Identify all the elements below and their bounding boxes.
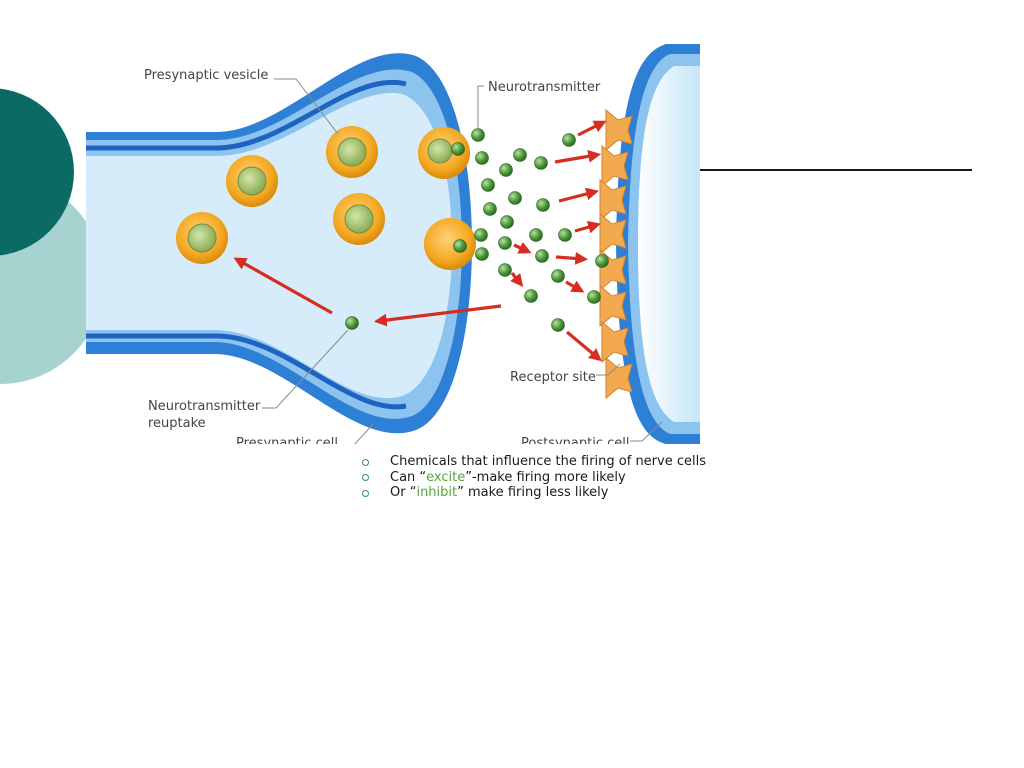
- neurotransmitter-molecule: [524, 289, 538, 303]
- receptor-site: [605, 108, 633, 152]
- bullet-marker-icon: [362, 474, 369, 481]
- arrow: [513, 241, 532, 254]
- neurotransmitter-molecule: [453, 239, 467, 253]
- presynaptic-terminal: [86, 53, 472, 434]
- neurotransmitter-molecule: [558, 228, 572, 242]
- arrow: [373, 304, 502, 327]
- vesicle: [326, 126, 378, 178]
- bullet-text: Chemicals that influence the firing of n…: [390, 454, 706, 469]
- neurotransmitter-molecule: [499, 163, 513, 177]
- arrow: [574, 220, 601, 234]
- arrow: [565, 330, 602, 362]
- vesicle: [226, 155, 278, 207]
- neurotransmitter-molecule: [551, 269, 565, 283]
- label-receptor-site: Receptor site: [510, 370, 596, 385]
- arrow: [555, 252, 589, 265]
- postsynaptic-cytoplasm: [638, 66, 700, 422]
- label-neurotransmitter: Neurotransmitter: [488, 80, 601, 95]
- neurotransmitter-molecule: [587, 290, 601, 304]
- highlight-word: inhibit: [416, 485, 458, 500]
- neurotransmitter-molecule: [481, 178, 495, 192]
- synapse-diagram: Presynaptic vesicle Neurotransmitter Rec…: [86, 44, 700, 444]
- neurotransmitter-molecule: [483, 202, 497, 216]
- arrow: [510, 272, 524, 287]
- slide-decoration: [0, 88, 104, 384]
- bullet-item: Can “excite”-make firing more likely: [360, 470, 706, 486]
- arrow: [233, 257, 333, 315]
- arrow: [554, 149, 602, 164]
- receptor-sites: [599, 108, 633, 400]
- bullet-item: Chemicals that influence the firing of n…: [360, 454, 706, 470]
- neurotransmitter-molecule: [595, 254, 609, 268]
- neurotransmitter-molecule: [474, 228, 488, 242]
- neurotransmitter-molecule: [529, 228, 543, 242]
- neurotransmitter-molecule: [500, 215, 514, 229]
- neurotransmitter-molecule: [534, 156, 548, 170]
- label-reuptake-line2: reuptake: [148, 416, 206, 431]
- vesicles: [176, 126, 476, 270]
- label-postsynaptic-cell: Postsynaptic cell: [521, 436, 629, 444]
- title-underline: [700, 169, 972, 171]
- bullet-list: Chemicals that influence the firing of n…: [360, 454, 706, 501]
- vesicle-fusing: [424, 218, 476, 270]
- leader-lines: [262, 78, 663, 444]
- receptor-site: [605, 356, 633, 400]
- label-presynaptic-vesicle: Presynaptic vesicle: [144, 68, 268, 83]
- neurotransmitter-molecule: [475, 247, 489, 261]
- bullet-marker-icon: [362, 458, 369, 466]
- neurotransmitter-molecule: [451, 142, 465, 156]
- neurotransmitter-molecule: [536, 198, 550, 212]
- neurotransmitters: [345, 128, 609, 332]
- neurotransmitter-molecule: [498, 263, 512, 277]
- bullet-text-suffix: ” make firing less likely: [457, 485, 609, 500]
- postsynaptic-terminal: [616, 44, 700, 444]
- vesicle: [176, 212, 228, 264]
- label-presynaptic-cell: Presynaptic cell: [236, 436, 338, 444]
- receptor-site: [601, 320, 629, 364]
- neurotransmitter-molecule: [508, 191, 522, 205]
- neurotransmitter-molecule: [345, 316, 359, 330]
- bullet-item: Or “inhibit” make firing less likely: [360, 485, 706, 501]
- neurotransmitter-molecule: [551, 318, 565, 332]
- neurotransmitter-molecule: [562, 133, 576, 147]
- arrow: [565, 280, 585, 293]
- neurotransmitter-molecule: [471, 128, 485, 142]
- highlight-word: excite: [426, 469, 466, 485]
- bullet-marker-icon: [362, 489, 369, 497]
- bullet-text-prefix: Can “: [390, 469, 427, 485]
- neurotransmitter-molecule: [475, 151, 489, 165]
- vesicle: [333, 193, 385, 245]
- bullet-text-suffix: ”-make firing more likely: [465, 469, 626, 485]
- neurotransmitter-molecule: [513, 148, 527, 162]
- teal-dark-circle: [0, 88, 74, 256]
- neurotransmitter-molecule: [535, 249, 549, 263]
- label-reuptake-line1: Neurotransmitter: [148, 399, 261, 414]
- bullet-text-prefix: Or “: [390, 485, 417, 500]
- neurotransmitter-molecule: [498, 236, 512, 250]
- arrow: [558, 187, 599, 203]
- vesicle-fusing: [418, 127, 470, 179]
- arrow: [577, 120, 607, 137]
- arrows: [233, 120, 607, 362]
